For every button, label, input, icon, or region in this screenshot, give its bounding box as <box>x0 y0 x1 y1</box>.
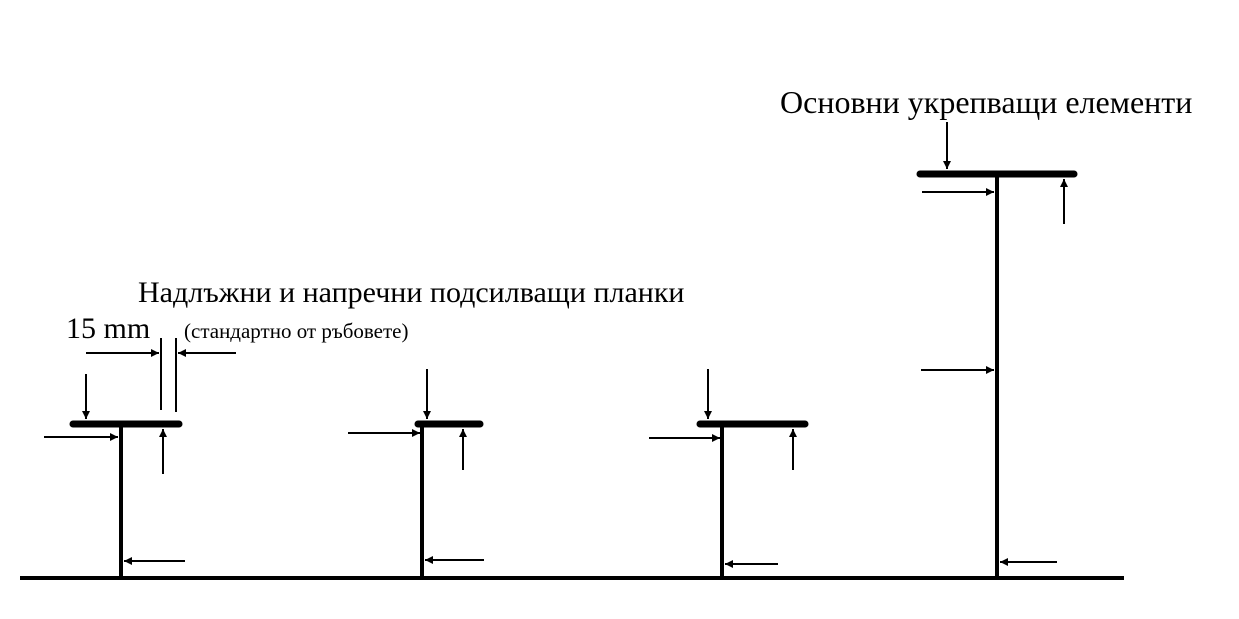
t-profile-2 <box>348 369 484 578</box>
dimension-label: 15 mm <box>66 312 151 345</box>
t-profile-3 <box>649 369 809 578</box>
dimension-note: (стандартно от ръбовете) <box>184 319 409 343</box>
secondary-battens-label: Надлъжни и напречни подсилващи планки <box>138 276 685 309</box>
main-elements-label: Основни укрепващи елементи <box>780 84 1193 120</box>
t-profile-1 <box>44 338 236 578</box>
t-profile-main <box>916 122 1078 578</box>
